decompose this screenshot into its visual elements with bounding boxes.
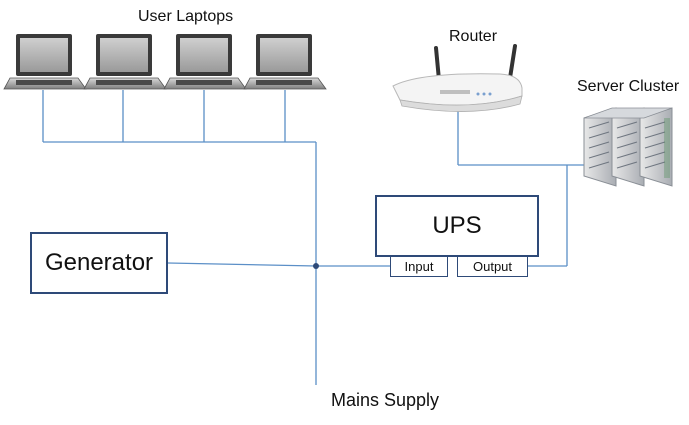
ups-box: UPS <box>375 195 539 257</box>
laptop-icon <box>83 34 167 90</box>
ups-input-label: Input <box>404 259 434 274</box>
ups-input-port: Input <box>390 256 448 277</box>
server-rack-icon <box>583 107 673 187</box>
generator-box: Generator <box>30 232 168 294</box>
junction-node <box>313 263 319 269</box>
server-cluster-label: Server Cluster <box>577 78 680 95</box>
ups-output-port: Output <box>457 256 528 277</box>
mains-supply-label: Mains Supply <box>331 390 440 410</box>
router-label: Router <box>449 28 498 45</box>
ups-output-label: Output <box>472 259 513 274</box>
user-laptops-label: User Laptops <box>138 8 234 25</box>
generator-label: Generator <box>44 249 154 276</box>
router-icon <box>392 44 523 112</box>
laptop-icon <box>243 34 327 90</box>
ups-label: UPS <box>432 212 482 239</box>
laptop-icon <box>163 34 247 90</box>
laptop-icon <box>3 34 87 90</box>
